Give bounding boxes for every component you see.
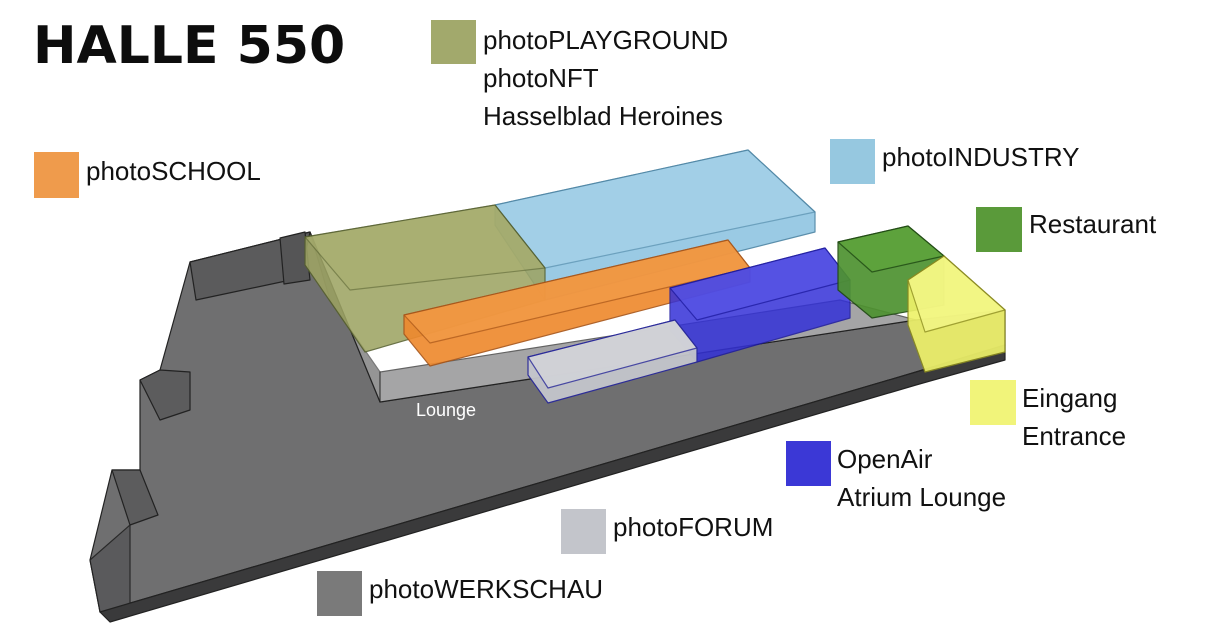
legend-swatch-werkschau	[317, 571, 362, 616]
legend-swatch-eingang	[970, 380, 1016, 425]
legend-label-school: photoSCHOOL	[86, 156, 261, 186]
legend-label-openair: OpenAir Atrium Lounge	[837, 444, 1007, 512]
legend-swatch-forum	[561, 509, 606, 554]
legend-label-forum: photoFORUM	[613, 512, 774, 542]
legend-label-playground: photoPLAYGROUND photoNFT Hasselblad Hero…	[483, 25, 729, 131]
zone-eingang	[907, 255, 1006, 373]
legend-label-werkschau: photoWERKSCHAU	[369, 574, 604, 604]
legend-label-eingang: Eingang Entrance	[1022, 383, 1127, 451]
legend-swatch-playground	[431, 20, 476, 64]
legend-swatch-school	[34, 152, 79, 198]
legend-swatch-restaurant	[976, 207, 1022, 252]
legend-swatch-industry	[830, 139, 875, 184]
zone-school	[403, 239, 751, 367]
zone-forum	[527, 319, 698, 404]
legend-label-restaurant: Restaurant	[1029, 209, 1157, 239]
page-title: HALLE 550	[33, 16, 346, 76]
lounge-label: Lounge	[416, 400, 477, 420]
legend-swatch-openair	[786, 441, 831, 486]
legend-label-industry: photoINDUSTRY	[882, 142, 1080, 172]
